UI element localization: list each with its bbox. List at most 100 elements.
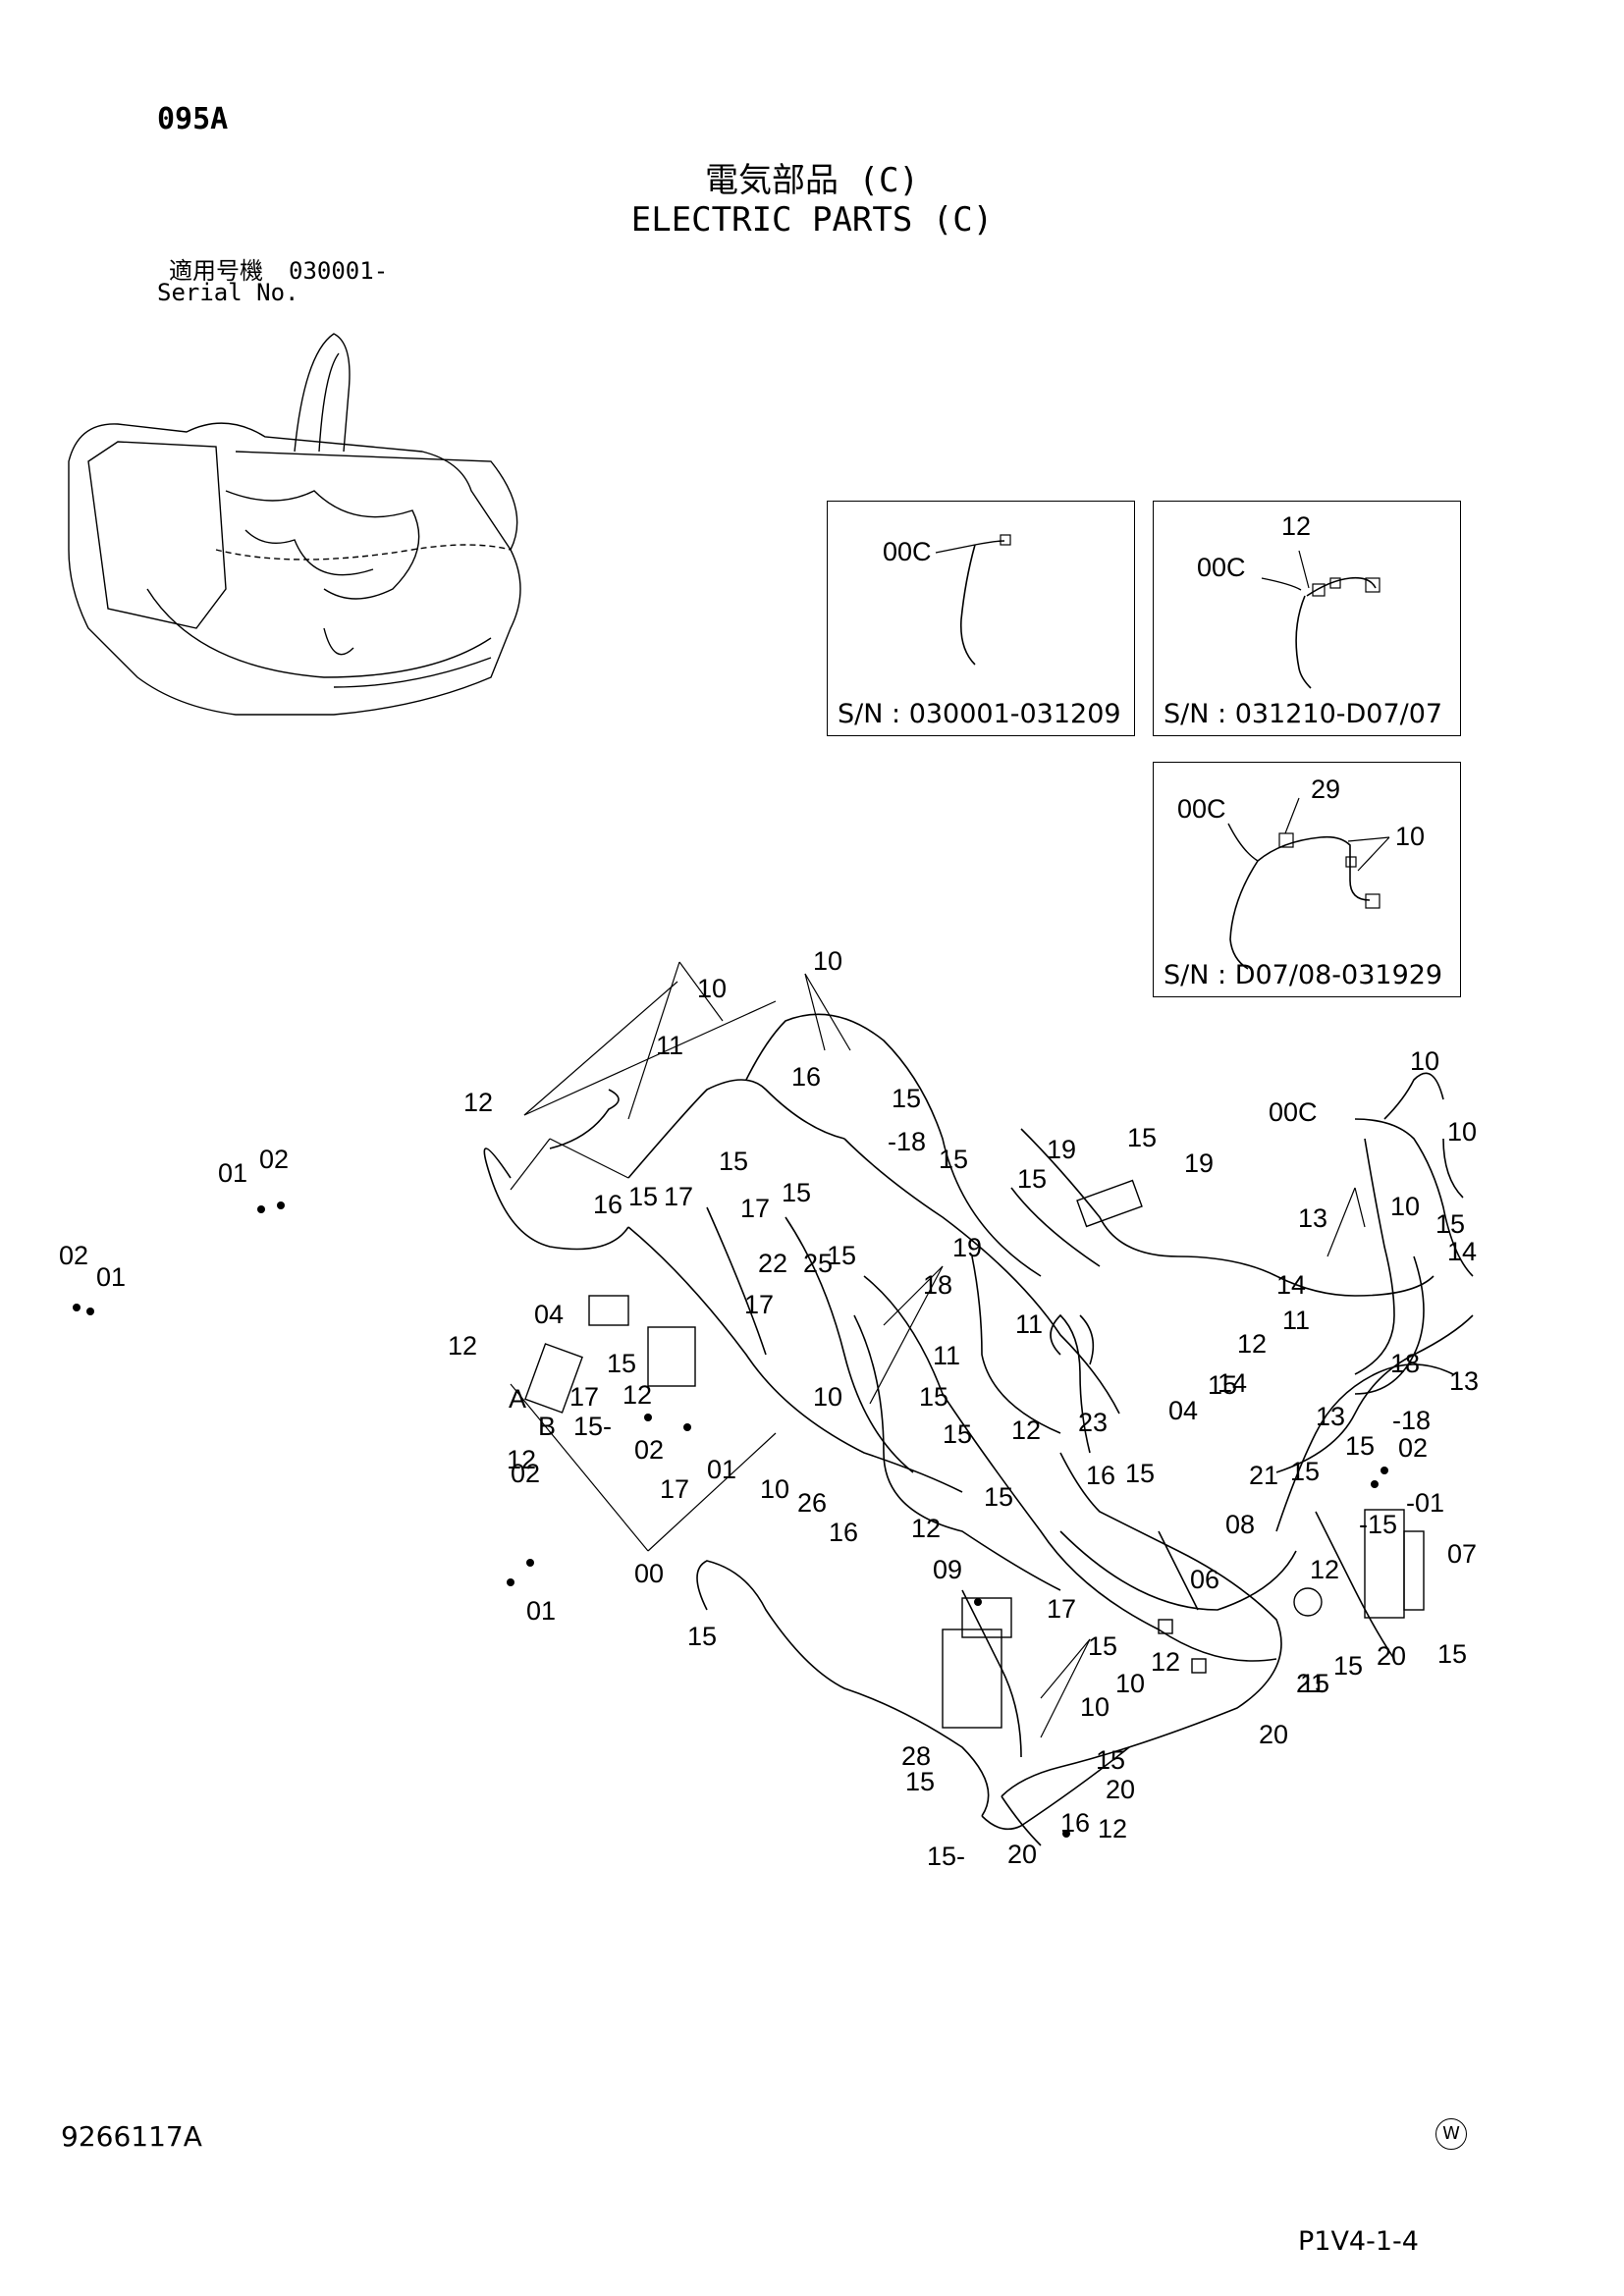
callout-label: 12 [507,1445,536,1474]
callout-label: 21 [1249,1461,1278,1490]
callout-label: 10 [813,946,842,976]
callout-label: 20 [1106,1775,1135,1804]
callout-label: 12 [1011,1415,1041,1445]
callout-label: 16 [791,1062,821,1092]
w-circle-mark: W [1435,2118,1467,2150]
callout-label: 07 [1447,1539,1477,1569]
callout-label: 20 [1259,1720,1288,1749]
callout-label: -15 [1359,1510,1397,1539]
drawing-number: 9266117A [61,2120,202,2153]
callout-label: 15- [927,1842,965,1871]
callout-label: 12 [623,1380,652,1410]
callout-label: -01 [1406,1488,1444,1518]
callout-label: 04 [1168,1396,1198,1425]
callout-label: 11 [1015,1309,1043,1339]
serial-value: 030001- [289,257,389,285]
callout-label: 15 [905,1767,935,1796]
callout-label: 12 [463,1088,493,1117]
serial-label-jp-text: 適用号機 [169,257,263,285]
inset-label: 00C [1177,794,1226,824]
callout-label: 10 [697,974,727,1003]
callout-label: 01 [526,1596,556,1626]
callout-label: 15 [1088,1631,1117,1661]
callout-label: 12 [1237,1329,1267,1359]
callout-label: 19 [1047,1135,1076,1164]
callout-label: 15 [827,1241,856,1270]
callout-label: -18 [888,1127,926,1156]
page-reference: P1V4-1-4 [1298,2226,1419,2257]
callout-label: 15 [1290,1457,1320,1486]
callout-label: 17 [664,1182,693,1211]
inset-serial: S/N : 031210-D07/07 [1164,699,1443,729]
callout-label: 16 [593,1190,623,1219]
callout-label: 12 [911,1514,941,1543]
callout-label: A [509,1384,526,1414]
inset-3-drawing: 29 00C 10 [1177,774,1425,970]
callout-label: 15- [573,1412,612,1441]
callout-label: 20 [1377,1641,1406,1671]
callout-label: 17 [740,1194,770,1223]
callout-label: 19 [1184,1148,1214,1178]
harness-components [524,1179,1425,1729]
callout-label: 02 [259,1145,289,1174]
inset-variant-3: 29 00C 10 S/N : D07/08-031929 [1153,762,1461,997]
callout-label: 12 [448,1331,477,1361]
callout-label: 17 [744,1290,774,1319]
callout-label: 15 [1300,1669,1329,1698]
serial-label-en: Serial No. [157,279,299,306]
callout-label: 09 [933,1555,962,1584]
inset-serial: S/N : 030001-031209 [838,699,1121,729]
callout-label: 12 [1310,1555,1339,1584]
callout-label: 15 [1208,1370,1237,1400]
title-english: ELECTRIC PARTS (C) [630,200,994,240]
callout-label: 17 [660,1474,689,1504]
callout-label: 15 [1333,1651,1363,1681]
callout-label: 12 [1151,1647,1180,1677]
callout-label: 15 [1096,1745,1125,1775]
callout-label: 01 [707,1455,736,1484]
callout-label: 25 [803,1249,833,1278]
callout-label: 10 [1410,1046,1439,1076]
inset-label: 29 [1311,774,1340,804]
callout-label: 16 [1060,1808,1090,1838]
callout-label: 15 [892,1084,921,1113]
page-code: 095A [157,102,229,136]
callout-label: 10 [1447,1117,1477,1147]
inset-variant-2: 12 00C S/N : 031210-D07/07 [1153,501,1461,736]
callout-label: 17 [1047,1594,1076,1624]
callout-label: 11 [656,1031,683,1060]
callout-label: 22 [758,1249,787,1278]
callout-label: 12 [1098,1814,1127,1843]
callout-label: 15 [607,1349,636,1378]
inset-label: 00C [883,537,932,566]
callout-label: 15 [939,1145,968,1174]
inset-serial: S/N : D07/08-031929 [1164,960,1443,990]
callout-label: 11 [933,1341,960,1370]
inset-label: 12 [1281,511,1311,541]
callout-label: B [538,1412,556,1441]
leader-lines [510,961,1366,1738]
callout-label: 02 [634,1435,664,1465]
callout-label: 02 [1398,1433,1428,1463]
callout-label: 13 [1316,1402,1345,1431]
callout-label: -18 [1392,1406,1431,1435]
callout-label: 06 [1190,1565,1219,1594]
inset-label: 00C [1197,553,1246,582]
inset-variant-1: 00C S/N : 030001-031209 [827,501,1135,736]
callout-label: 14 [1447,1237,1477,1266]
callout-label: 02 [59,1241,88,1270]
callout-label: 16 [829,1518,858,1547]
callout-label: 15 [1437,1639,1467,1669]
callout-label: 15 [1127,1123,1157,1152]
callout-label: 15 [1017,1164,1047,1194]
callout-label: 15 [919,1382,948,1412]
callout-label: 01 [96,1262,126,1292]
machine-overview-sketch [68,333,521,716]
inset-1-drawing: 00C [883,534,1011,666]
hardware-bolts [73,1201,1388,1838]
callout-label: 04 [534,1300,564,1329]
callout-label: 10 [1115,1669,1145,1698]
callout-label: 15 [943,1419,972,1449]
callout-label: 26 [797,1488,827,1518]
